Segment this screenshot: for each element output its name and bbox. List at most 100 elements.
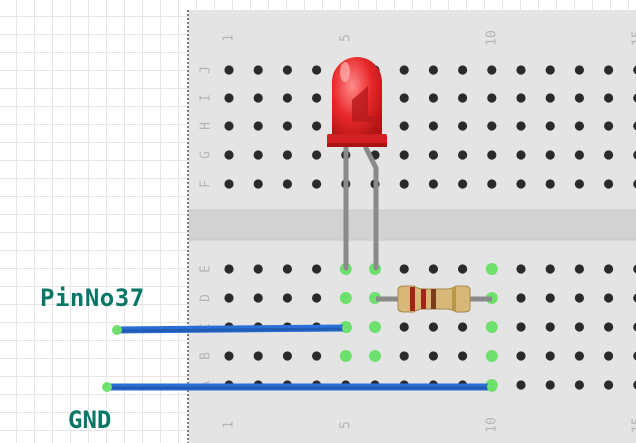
row-label-e-bottom: E	[199, 265, 214, 273]
hole-c-15	[633, 322, 636, 332]
hole-f-10	[487, 179, 497, 189]
resistor-band-1	[410, 287, 415, 311]
hole-g-9	[458, 150, 468, 160]
hole-f-4	[312, 179, 322, 189]
hole-h-9	[458, 121, 468, 131]
hole-d-12	[545, 293, 555, 303]
hole-f-1	[224, 179, 234, 189]
hole-j-1	[224, 65, 234, 75]
hole-e-3	[282, 264, 292, 274]
hole-c-6	[369, 321, 381, 333]
hole-g-1	[224, 150, 234, 160]
hole-b-9	[458, 351, 468, 361]
hole-h-13	[574, 121, 585, 131]
hole-g-2	[253, 150, 263, 160]
hole-j-13	[574, 65, 585, 75]
hole-h-7	[399, 121, 409, 131]
hole-a-14	[604, 380, 614, 390]
hole-b-15	[633, 351, 636, 361]
hole-h-14	[604, 121, 614, 131]
hole-e-15	[633, 264, 636, 274]
hole-i-2	[253, 93, 263, 103]
hole-g-4	[312, 150, 322, 160]
hole-f-15	[633, 179, 636, 189]
hole-i-10	[487, 93, 497, 103]
hole-d-13	[574, 293, 585, 303]
hole-h-11	[516, 121, 526, 131]
center-channel	[189, 210, 636, 240]
column-number-5-bottom: 5	[338, 421, 353, 429]
wire-signal[interactable]	[112, 323, 352, 335]
hole-e-8	[428, 264, 438, 274]
hole-g-15	[633, 150, 636, 160]
hole-c-11	[516, 322, 526, 332]
hole-h-3	[282, 121, 292, 131]
hole-c-14	[604, 322, 614, 332]
hole-g-10	[487, 150, 497, 160]
hole-j-14	[604, 65, 614, 75]
hole-a-13	[574, 380, 585, 390]
hole-i-14	[604, 93, 614, 103]
hole-b-2	[253, 351, 263, 361]
column-number-15-top: 15	[630, 30, 636, 46]
wire-signal-end-right	[342, 323, 352, 333]
hole-i-8	[428, 93, 438, 103]
hole-b-11	[516, 351, 526, 361]
hole-b-4	[312, 351, 322, 361]
hole-j-3	[282, 65, 292, 75]
led-leg-anode	[363, 145, 379, 271]
hole-j-15	[633, 65, 636, 75]
hole-i-7	[399, 93, 409, 103]
wire-label-ground: GND	[68, 406, 112, 434]
column-number-5-top: 5	[338, 34, 353, 42]
hole-e-2	[253, 264, 263, 274]
resistor-band-4	[452, 287, 456, 311]
hole-j-10	[487, 65, 497, 75]
hole-b-6	[369, 350, 381, 362]
hole-g-3	[282, 150, 292, 160]
hole-e-4	[312, 264, 322, 274]
hole-c-12	[545, 322, 555, 332]
hole-h-10	[487, 121, 497, 131]
hole-i-13	[574, 93, 585, 103]
hole-b-1	[224, 351, 234, 361]
hole-j-7	[399, 65, 409, 75]
hole-i-11	[516, 93, 526, 103]
row-label-h-top: H	[199, 122, 214, 130]
column-number-15-bottom: 15	[630, 417, 636, 433]
hole-h-15	[633, 121, 636, 131]
hole-e-12	[545, 264, 555, 274]
hole-e-13	[574, 264, 585, 274]
hole-i-4	[312, 93, 322, 103]
led-highlight	[340, 62, 350, 82]
hole-j-4	[312, 65, 322, 75]
wire-ground[interactable]	[102, 382, 497, 392]
resistor-band-3	[431, 289, 436, 309]
hole-b-7	[399, 351, 409, 361]
row-label-j-top: J	[199, 66, 214, 74]
hole-c-13	[574, 322, 585, 332]
hole-a-12	[545, 380, 555, 390]
hole-b-8	[428, 351, 438, 361]
hole-i-9	[458, 93, 468, 103]
wire-ground-end-right	[487, 382, 497, 392]
row-label-d-bottom: D	[199, 294, 214, 302]
hole-f-8	[428, 179, 438, 189]
hole-b-13	[574, 351, 585, 361]
hole-i-12	[545, 93, 555, 103]
hole-d-2	[253, 293, 263, 303]
hole-f-13	[574, 179, 585, 189]
hole-c-7	[399, 322, 409, 332]
hole-h-8	[428, 121, 438, 131]
hole-b-14	[604, 351, 614, 361]
led-rim-shadow	[327, 143, 387, 147]
row-label-f-top: F	[199, 180, 214, 188]
hole-b-5	[339, 350, 352, 362]
hole-h-2	[253, 121, 263, 131]
hole-d-3	[282, 293, 292, 303]
row-label-b-bottom: B	[199, 352, 214, 360]
hole-d-1	[224, 293, 234, 303]
hole-e-9	[458, 264, 468, 274]
hole-d-5	[339, 292, 352, 304]
